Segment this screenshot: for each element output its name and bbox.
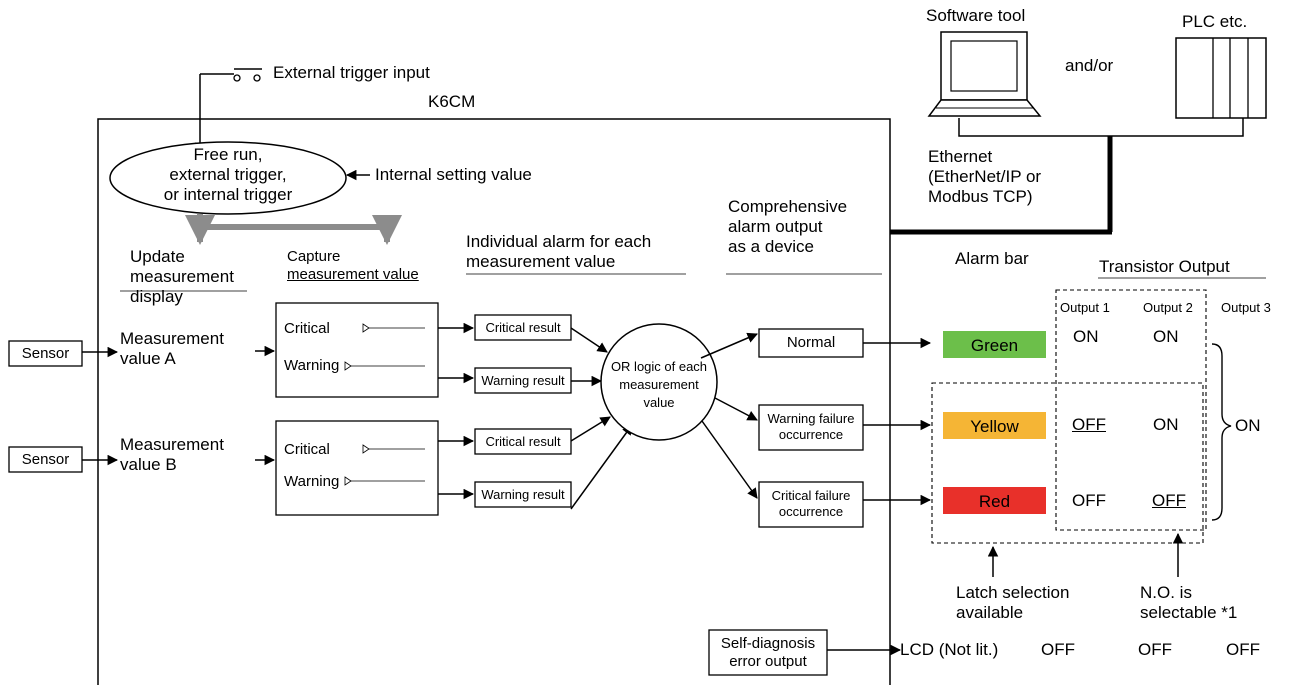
software-tool-label: Software tool [926, 6, 1026, 25]
warning-threshold-b: Warning [284, 473, 340, 490]
critical-result-b-box [474, 428, 572, 455]
device-name: K6CM [428, 92, 476, 111]
self-diagnosis-box [708, 629, 828, 676]
red-label: Red [978, 492, 1011, 511]
output3-header: Output 3 [1221, 300, 1271, 315]
trigger-switch-icon [194, 68, 262, 154]
warning-threshold-a: Warning [284, 357, 340, 374]
transistor-output-header: Transistor Output [1099, 257, 1230, 276]
critical-result-b: Critical result [485, 434, 561, 449]
alarm-bar-red [943, 487, 1046, 514]
output3-on: ON [1235, 416, 1261, 435]
k6cm-frame [97, 118, 891, 685]
warning-result-a: Warning result [481, 373, 565, 388]
green-label: Green [970, 336, 1019, 355]
normal-label: Normal [786, 334, 836, 351]
lcd-output2: OFF [1138, 640, 1172, 659]
sensor-b-label: Sensor [21, 451, 70, 468]
or-logic-circle [600, 323, 718, 441]
alarm-bar-yellow [943, 412, 1046, 439]
alarm-bar-header: Alarm bar [955, 249, 1029, 268]
lcd-label: LCD (Not lit.) [900, 640, 999, 659]
lcd-output3: OFF [1226, 640, 1260, 659]
warning-result-b: Warning result [481, 487, 565, 502]
red-output2: OFF [1152, 491, 1186, 510]
distribution-arrows [185, 214, 402, 245]
capture-box-a [275, 302, 439, 398]
output2-header: Output 2 [1143, 300, 1193, 315]
sensor-a-box [8, 340, 83, 367]
ethernet-bus [890, 118, 1244, 235]
computer-icon [927, 31, 1042, 117]
latch-region [931, 382, 1204, 544]
alarm-bar-green [943, 331, 1046, 358]
critical-result-a-box [474, 314, 572, 341]
trigger-mode-label: Free run,external trigger,or internal tr… [163, 145, 293, 204]
capture-box-b [275, 420, 439, 516]
critical-threshold-b: Critical [284, 441, 330, 458]
critical-threshold-a: Critical [284, 320, 330, 337]
plc-label: PLC etc. [1182, 12, 1248, 31]
output3-brace [1211, 343, 1232, 521]
no-region [1055, 289, 1207, 531]
green-output1: ON [1073, 327, 1099, 346]
sensor-b-box [8, 446, 83, 473]
red-output1: OFF [1072, 491, 1106, 510]
external-trigger-label: External trigger input [273, 63, 430, 82]
sensor-a-label: Sensor [21, 345, 70, 362]
warning-failure-box [758, 404, 864, 451]
lcd-output1: OFF [1041, 640, 1075, 659]
warning-result-b-box [474, 481, 572, 508]
critical-failure-box [758, 481, 864, 528]
yellow-output2: ON [1153, 415, 1179, 434]
green-output2: ON [1153, 327, 1179, 346]
output1-header: Output 1 [1060, 300, 1110, 315]
plc-icon [1175, 37, 1267, 119]
threshold-markers [344, 323, 425, 486]
and-or-label: and/or [1065, 56, 1114, 75]
internal-setting-label: Internal setting value [375, 165, 532, 184]
critical-result-a: Critical result [485, 320, 561, 335]
yellow-output1: OFF [1072, 415, 1106, 434]
yellow-label: Yellow [970, 417, 1019, 436]
